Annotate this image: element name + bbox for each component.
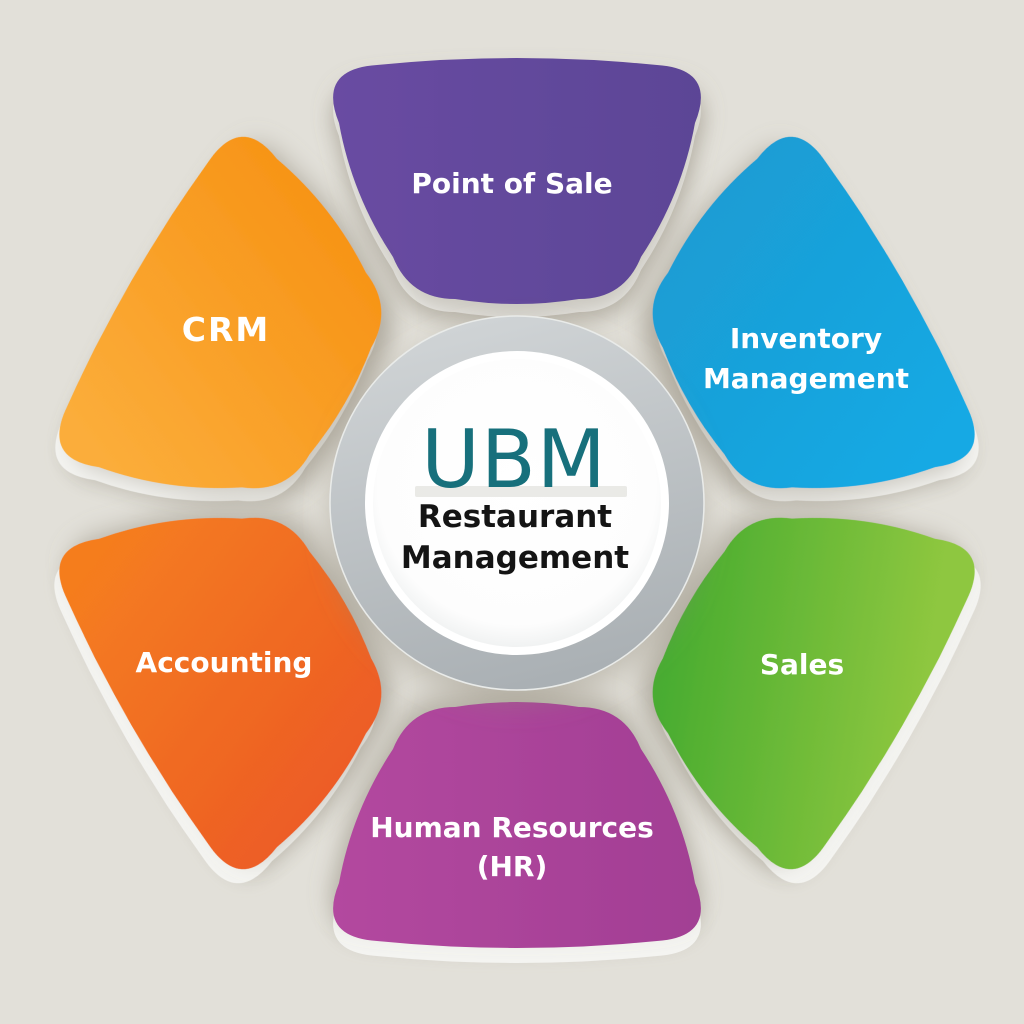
brand-subtitle-line2: Management xyxy=(401,540,629,576)
petal-labels: Point of Sale Inventory Management Sales… xyxy=(136,167,910,883)
brand-title: UBM xyxy=(421,413,606,506)
label-human-resources-line1: Human Resources xyxy=(370,811,654,844)
label-accounting: Accounting xyxy=(136,646,313,679)
center-hub: UBM Restaurant Management xyxy=(329,315,705,691)
label-inventory-line1: Inventory xyxy=(730,322,882,355)
brand-underline-highlight xyxy=(415,486,627,497)
label-human-resources-line2: (HR) xyxy=(477,850,548,883)
label-point-of-sale: Point of Sale xyxy=(411,167,612,200)
center-disc xyxy=(373,359,661,647)
label-inventory-line2: Management xyxy=(703,362,909,395)
brand-subtitle-line1: Restaurant xyxy=(418,499,612,535)
label-crm: CRM xyxy=(182,310,270,349)
label-sales: Sales xyxy=(760,648,844,681)
